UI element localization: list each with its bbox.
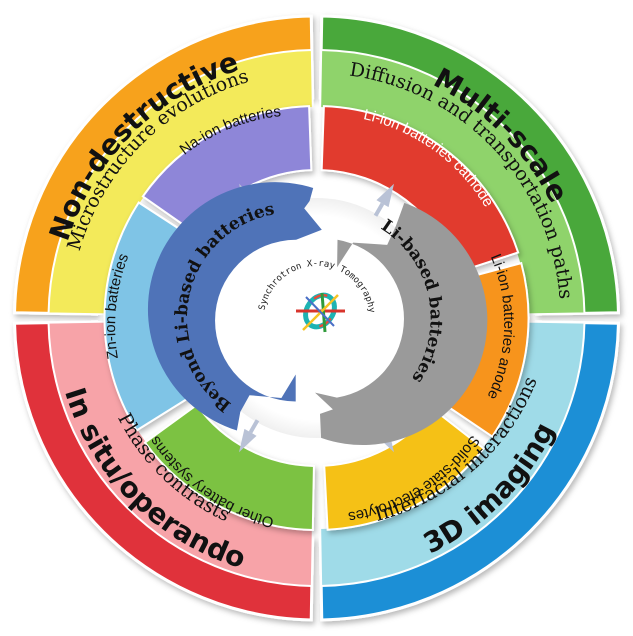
- inner-segment-li-cathode: [320, 105, 520, 274]
- tomography-logo: [296, 292, 345, 333]
- pointer-arrow-shaft: [373, 202, 385, 217]
- pointer-arrow-head: [239, 428, 257, 453]
- middle-ring: [47, 49, 586, 587]
- pointer-arrow-shaft: [248, 419, 260, 434]
- inner-segment-other-systems: [143, 403, 315, 531]
- arrow-beyond-li: [147, 182, 322, 431]
- arrow-li-based: [315, 202, 488, 446]
- pointer-arrow-head: [376, 183, 394, 208]
